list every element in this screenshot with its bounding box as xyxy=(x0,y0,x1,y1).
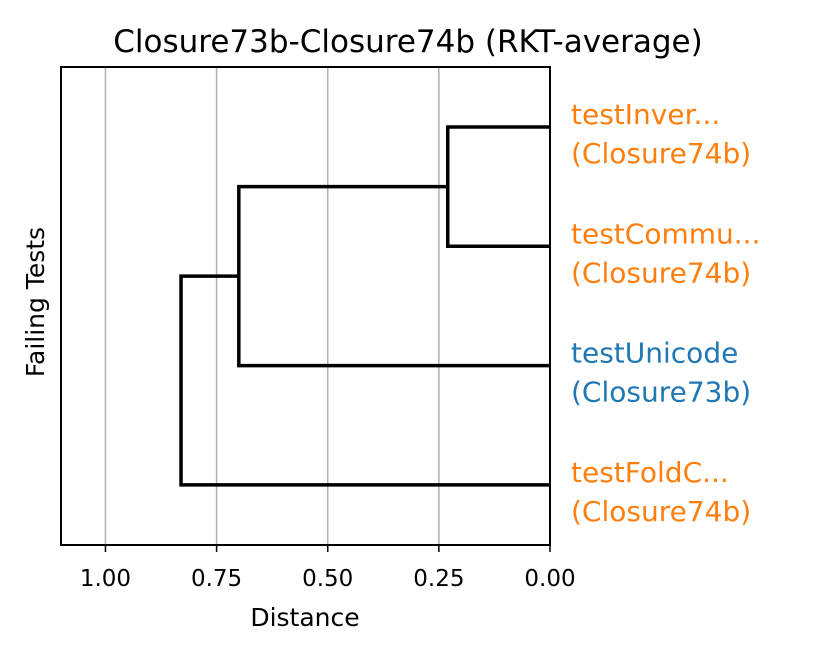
x-tick-label: 0.75 xyxy=(191,566,242,592)
leaf-label-name: testInver... xyxy=(571,98,720,131)
leaf-label-group: (Closure74b) xyxy=(571,495,751,528)
x-tick-label: 1.00 xyxy=(80,566,131,592)
x-tick-label: 0.00 xyxy=(524,566,575,592)
leaf-label-group: (Closure74b) xyxy=(571,256,751,289)
dendrogram-link xyxy=(446,125,550,249)
x-tick-label: 0.25 xyxy=(413,566,464,592)
x-axis-ticks: 1.00 0.75 0.50 0.25 0.00 xyxy=(80,545,576,592)
dendrogram-links xyxy=(179,125,550,487)
y-axis-label: Failing Tests xyxy=(21,227,50,377)
leaf-label-name: testCommu... xyxy=(571,217,760,250)
dendrogram-link xyxy=(179,274,550,487)
x-tick-label: 0.50 xyxy=(302,566,353,592)
plot-frame xyxy=(60,66,551,546)
leaf-labels: testInver... (Closure74b) testCommu... (Clo… xyxy=(571,98,760,528)
leaf-label-group: (Closure74b) xyxy=(571,137,751,170)
grid-lines xyxy=(104,67,551,545)
leaf-label-group: (Closure73b) xyxy=(571,376,751,409)
leaf-label-name: testUnicode xyxy=(571,337,738,370)
dendrogram-link xyxy=(237,184,550,368)
chart-title: Closure73b-Closure74b (RKT-average) xyxy=(113,24,702,60)
x-axis-label: Distance xyxy=(250,603,359,632)
leaf-label-name: testFoldC... xyxy=(571,456,729,489)
